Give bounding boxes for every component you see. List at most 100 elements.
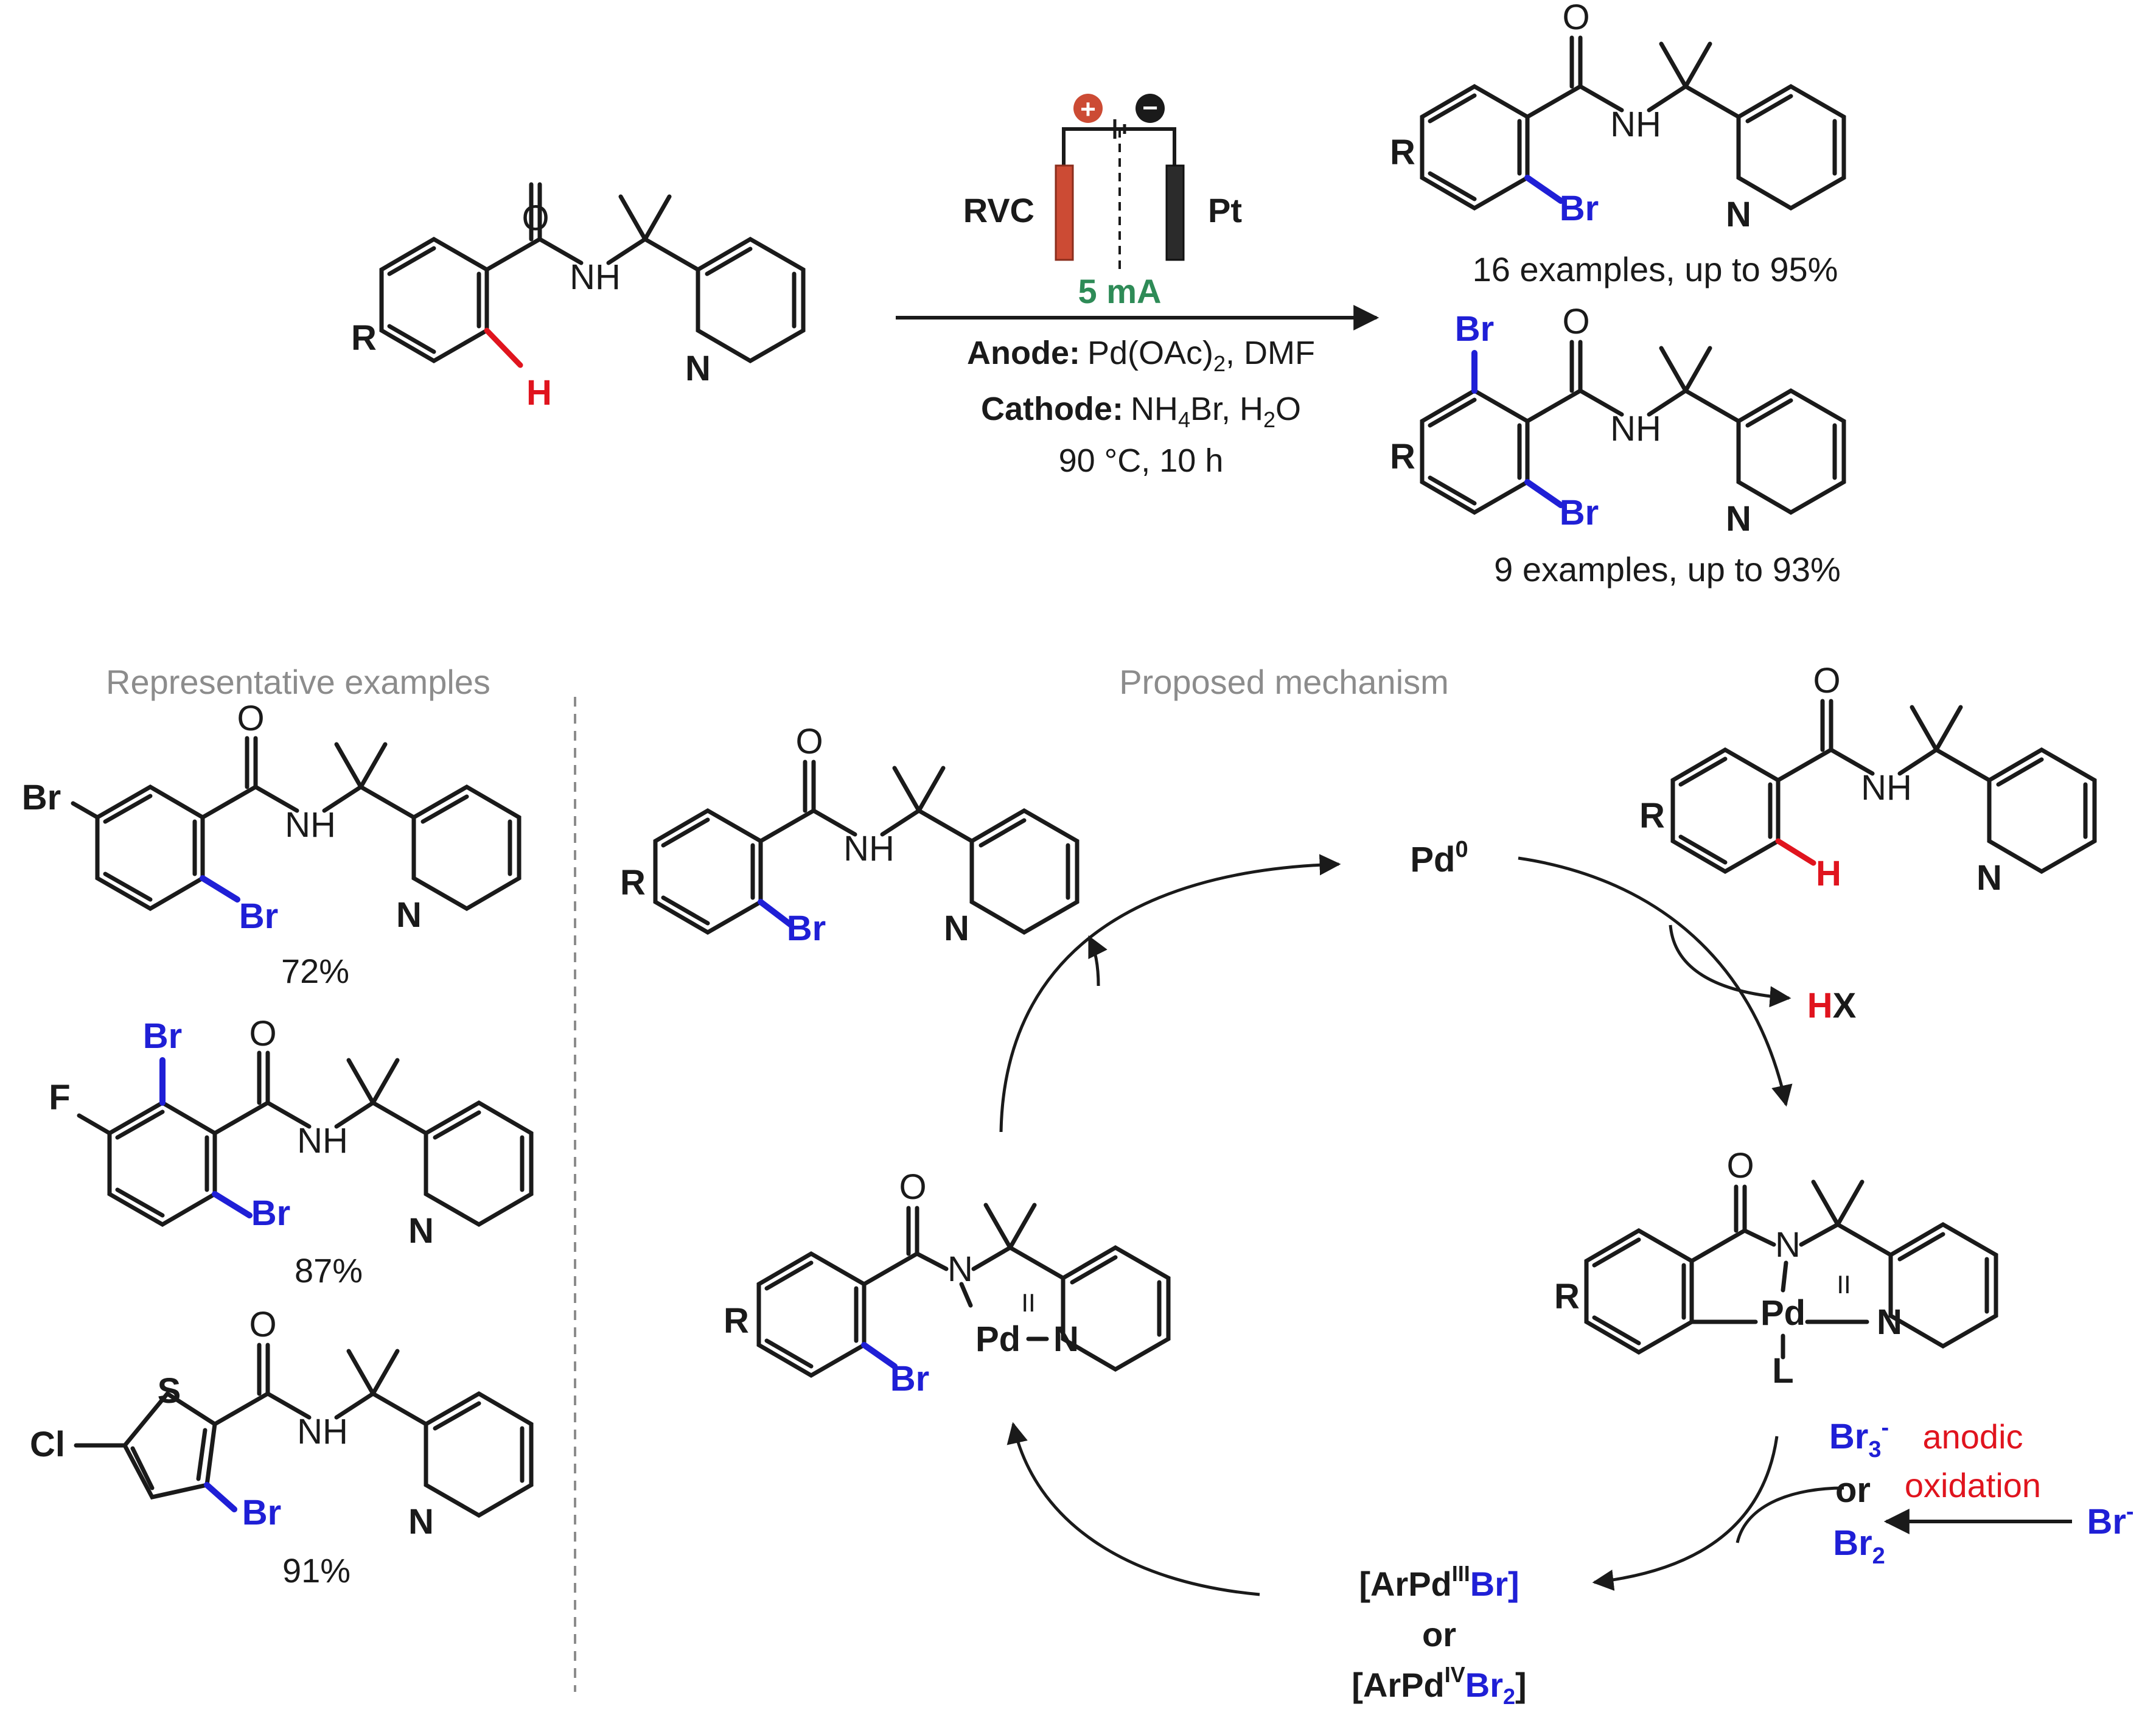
atom-r: R — [351, 318, 377, 358]
cathode-electrode — [1165, 164, 1185, 261]
bromine: Br2 — [1833, 1523, 1885, 1569]
starting-material — [379, 182, 806, 368]
svg-text:Br: Br — [787, 909, 826, 948]
svg-text:NH: NH — [843, 829, 895, 868]
catalytic-cycle-arrows — [999, 854, 1844, 1596]
svg-text:N: N — [396, 895, 422, 935]
svg-text:O: O — [795, 722, 823, 761]
atom-o: O — [522, 198, 549, 238]
svg-text:Br: Br — [143, 1016, 182, 1056]
svg-text:NH: NH — [1861, 768, 1912, 808]
svg-text:R: R — [620, 863, 646, 903]
tribromide: Br3- — [1829, 1415, 1889, 1462]
mono-bromo-product — [1420, 35, 1846, 211]
svg-text:Br: Br — [890, 1359, 929, 1399]
svg-text:Br: Br — [22, 778, 61, 817]
svg-text:N: N — [1775, 1225, 1801, 1265]
anodic-label: anodic — [1922, 1417, 2023, 1456]
anode-electrode — [1055, 164, 1074, 261]
svg-text:oxidation: oxidation — [1905, 1466, 2041, 1504]
svg-text:O: O — [1562, 302, 1589, 341]
svg-text:II: II — [1021, 1288, 1035, 1317]
svg-text:N: N — [1726, 499, 1751, 539]
svg-text:NH: NH — [297, 1121, 348, 1161]
svg-text:Pd: Pd — [975, 1319, 1020, 1359]
svg-text:II: II — [1837, 1270, 1851, 1299]
svg-text:R: R — [1390, 133, 1415, 172]
atom-h-red: H — [526, 373, 552, 413]
examples-heading: Representative examples — [106, 663, 490, 701]
svg-text:Br: Br — [242, 1493, 281, 1532]
svg-text:R: R — [724, 1301, 749, 1341]
svg-text:R: R — [1390, 437, 1415, 477]
example-2-structure — [77, 1050, 534, 1228]
svg-text:O: O — [249, 1305, 276, 1344]
pd-iii-intermediate: [ArPdIIIBr] — [1359, 1561, 1519, 1603]
pd-iv-intermediate: [ArPdIVBr2] — [1352, 1662, 1526, 1709]
atom-nh: NH — [570, 257, 621, 297]
palladacycle-intermediate — [1584, 1179, 1998, 1360]
svg-text:H: H — [1816, 854, 1841, 893]
electrolysis-cell: + − — [1055, 93, 1185, 274]
svg-text:N: N — [1726, 195, 1751, 234]
current-value: 5 mA — [1078, 272, 1162, 310]
svg-text:N: N — [408, 1502, 434, 1542]
cathode-material: Pt — [1208, 191, 1242, 229]
plus-terminal-icon — [1073, 94, 1103, 123]
released-product — [653, 760, 1080, 935]
svg-text:O: O — [249, 1014, 276, 1053]
svg-text:N: N — [947, 1249, 973, 1289]
cathode-conditions: Cathode:NH4Br, H2O — [981, 391, 1301, 432]
anode-material: RVC — [963, 191, 1034, 229]
hx-byproduct: HX — [1807, 986, 1857, 1025]
di-caption: 9 examples, up to 93% — [1494, 550, 1841, 589]
svg-text:NH: NH — [285, 805, 336, 845]
svg-text:F: F — [49, 1078, 70, 1117]
svg-text:NH: NH — [1610, 105, 1661, 144]
brominated-pd-complex — [756, 1203, 1171, 1378]
svg-text:−: − — [1142, 93, 1158, 123]
svg-text:O: O — [1726, 1146, 1754, 1186]
svg-text:or: or — [1835, 1470, 1871, 1510]
svg-text:+: + — [1080, 94, 1096, 124]
svg-text:N: N — [944, 909, 969, 948]
svg-text:N: N — [1976, 858, 2002, 898]
svg-text:N: N — [1877, 1302, 1902, 1342]
svg-text:or: or — [1422, 1615, 1456, 1654]
svg-text:R: R — [1554, 1277, 1580, 1316]
svg-text:N: N — [1053, 1319, 1079, 1359]
svg-text:NH: NH — [1610, 409, 1661, 449]
svg-text:NH: NH — [297, 1412, 348, 1451]
example-3-structure — [74, 1343, 534, 1518]
svg-text:N: N — [408, 1211, 434, 1251]
svg-text:Br: Br — [1455, 309, 1494, 349]
svg-text:R: R — [1639, 796, 1665, 836]
substrate-mechanism — [1670, 699, 2097, 875]
mono-caption: 16 examples, up to 95% — [1473, 250, 1838, 288]
svg-text:O: O — [1562, 0, 1589, 37]
svg-text:O: O — [1813, 661, 1840, 700]
pd0-catalyst: Pd0 — [1410, 837, 1468, 879]
di-bromo-product — [1420, 340, 1846, 515]
svg-text:Br: Br — [251, 1193, 290, 1233]
svg-text:Pd: Pd — [1760, 1293, 1805, 1333]
example-1-yield: 72% — [281, 952, 349, 990]
svg-text:S: S — [158, 1371, 181, 1411]
svg-text:Br: Br — [1560, 189, 1599, 228]
svg-text:L: L — [1772, 1351, 1793, 1391]
bromide-ion: Br- — [2087, 1499, 2133, 1542]
svg-text:O: O — [899, 1167, 926, 1207]
svg-text:Cl: Cl — [30, 1425, 65, 1464]
atom-n-pyridine: N — [685, 349, 711, 388]
mechanism-heading: Proposed mechanism — [1119, 663, 1449, 701]
example-1-structure — [71, 736, 522, 912]
example-3-yield: 91% — [282, 1551, 351, 1590]
svg-text:Br: Br — [239, 896, 278, 936]
minus-terminal-icon — [1136, 94, 1165, 123]
example-2-yield: 87% — [295, 1251, 363, 1290]
svg-text:O: O — [237, 699, 264, 738]
anode-conditions: Anode:Pd(OAc)2, DMF — [967, 335, 1315, 376]
svg-text:Br: Br — [1560, 493, 1599, 533]
temperature-time: 90 °C, 10 h — [1059, 442, 1224, 479]
